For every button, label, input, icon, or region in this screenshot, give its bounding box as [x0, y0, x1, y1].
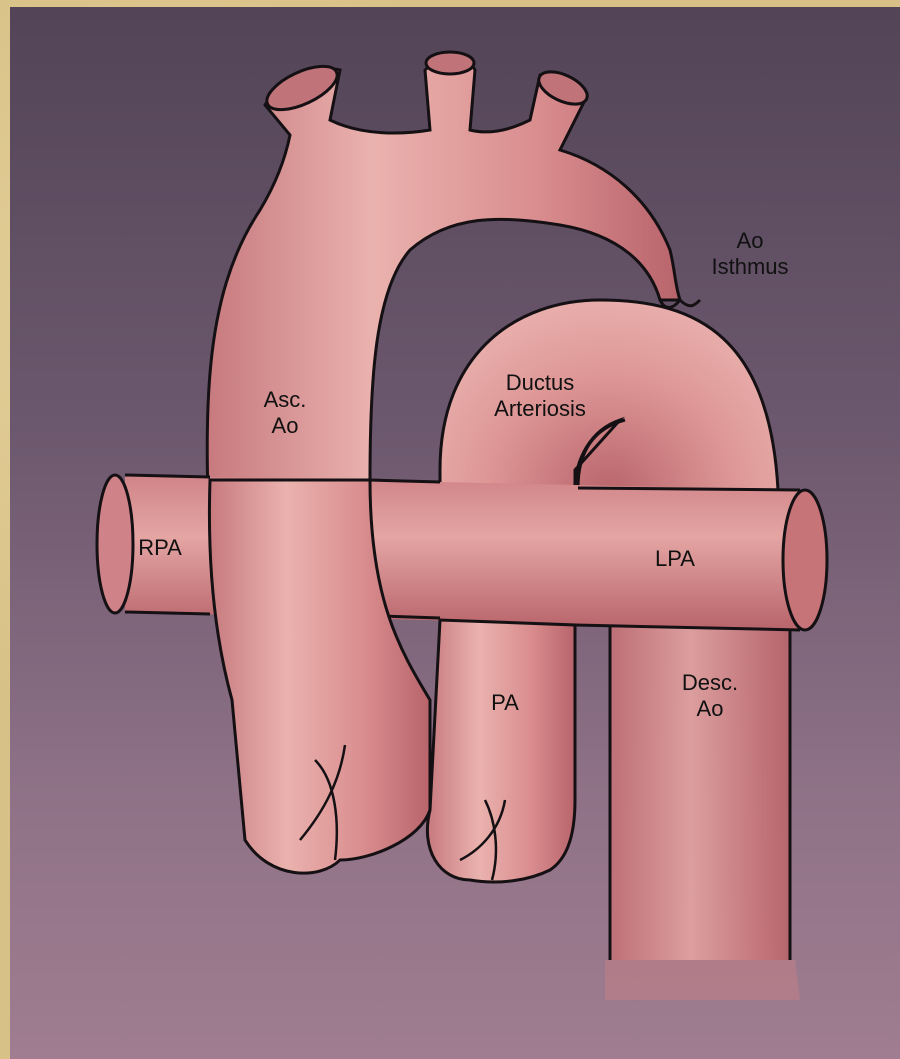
label-rpa: RPA	[120, 535, 200, 561]
label-lpa: LPA	[635, 546, 715, 572]
label-pa: PA	[465, 690, 545, 716]
main-pulmonary-artery	[427, 620, 575, 882]
label-ductus-arteriosis: Ductus Arteriosis	[470, 370, 610, 422]
label-asc-ao: Asc. Ao	[245, 387, 325, 439]
label-ao-isthmus: Ao Isthmus	[695, 228, 805, 280]
pulmonary-arteries	[97, 475, 827, 630]
label-desc-ao: Desc. Ao	[660, 670, 760, 722]
